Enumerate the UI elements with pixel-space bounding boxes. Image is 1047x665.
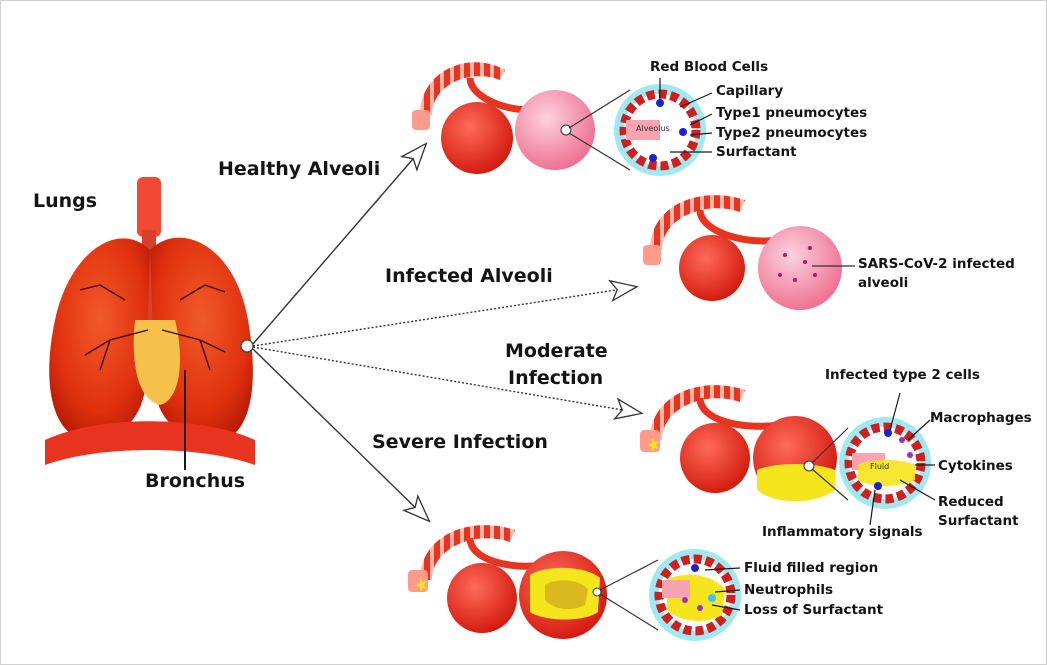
- reduced-surfactant-line2: Surfactant: [938, 513, 1019, 529]
- red-blood-cells-label: Red Blood Cells: [650, 59, 768, 75]
- arrow-infected: [253, 287, 635, 346]
- trachea: [137, 177, 161, 237]
- infected-alveoli-label: Infected Alveoli: [385, 265, 553, 287]
- capillary-label: Capillary: [716, 83, 783, 99]
- severe-infection-label: Severe Infection: [372, 431, 548, 453]
- cytokines-label: Cytokines: [938, 458, 1013, 474]
- sars-cov-2-label-line2: alveoli: [858, 275, 908, 291]
- lungs-illustration: [45, 177, 255, 470]
- macrophages-label: Macrophages: [930, 410, 1032, 426]
- type2-pneumocytes-label: Type2 pneumocytes: [716, 125, 867, 141]
- infected-type2-cells-label: Infected type 2 cells: [825, 367, 980, 383]
- moderate-label-line1: Moderate: [505, 340, 608, 362]
- zoom-origin: [241, 340, 253, 352]
- reduced-surfactant-line1: Reduced: [938, 494, 1004, 510]
- lungs-label: Lungs: [33, 190, 97, 212]
- type1-pneumocytes-label: Type1 pneumocytes: [716, 105, 867, 121]
- moderate-label-line2: Infection: [508, 367, 603, 389]
- fluid-filled-region-label: Fluid filled region: [744, 560, 878, 576]
- healthy-pink-cluster: [515, 90, 595, 170]
- healthy-alveoli-label: Healthy Alveoli: [218, 158, 380, 180]
- severe-infection-group: [408, 525, 741, 641]
- loss-of-surfactant-label: Loss of Surfactant: [744, 602, 883, 618]
- branch-arrows: [253, 145, 640, 520]
- moderate-infection-group: [640, 385, 935, 525]
- infected-alveoli-group: [643, 195, 855, 310]
- fluid-label: Fluid: [870, 462, 889, 471]
- infected-pink-cluster: [758, 226, 842, 310]
- healthy-alveoli-group: [412, 62, 712, 176]
- surfactant-label: Surfactant: [716, 144, 797, 160]
- bronchus-label: Bronchus: [145, 470, 245, 492]
- sars-cov-2-label-line1: SARS-CoV-2 infected: [858, 256, 1015, 272]
- neutrophils-label: Neutrophils: [744, 582, 833, 598]
- alveolus-label: Alveolus: [636, 124, 670, 133]
- healthy-red-cluster: [441, 102, 513, 174]
- inflammatory-signals-label: Inflammatory signals: [762, 524, 923, 540]
